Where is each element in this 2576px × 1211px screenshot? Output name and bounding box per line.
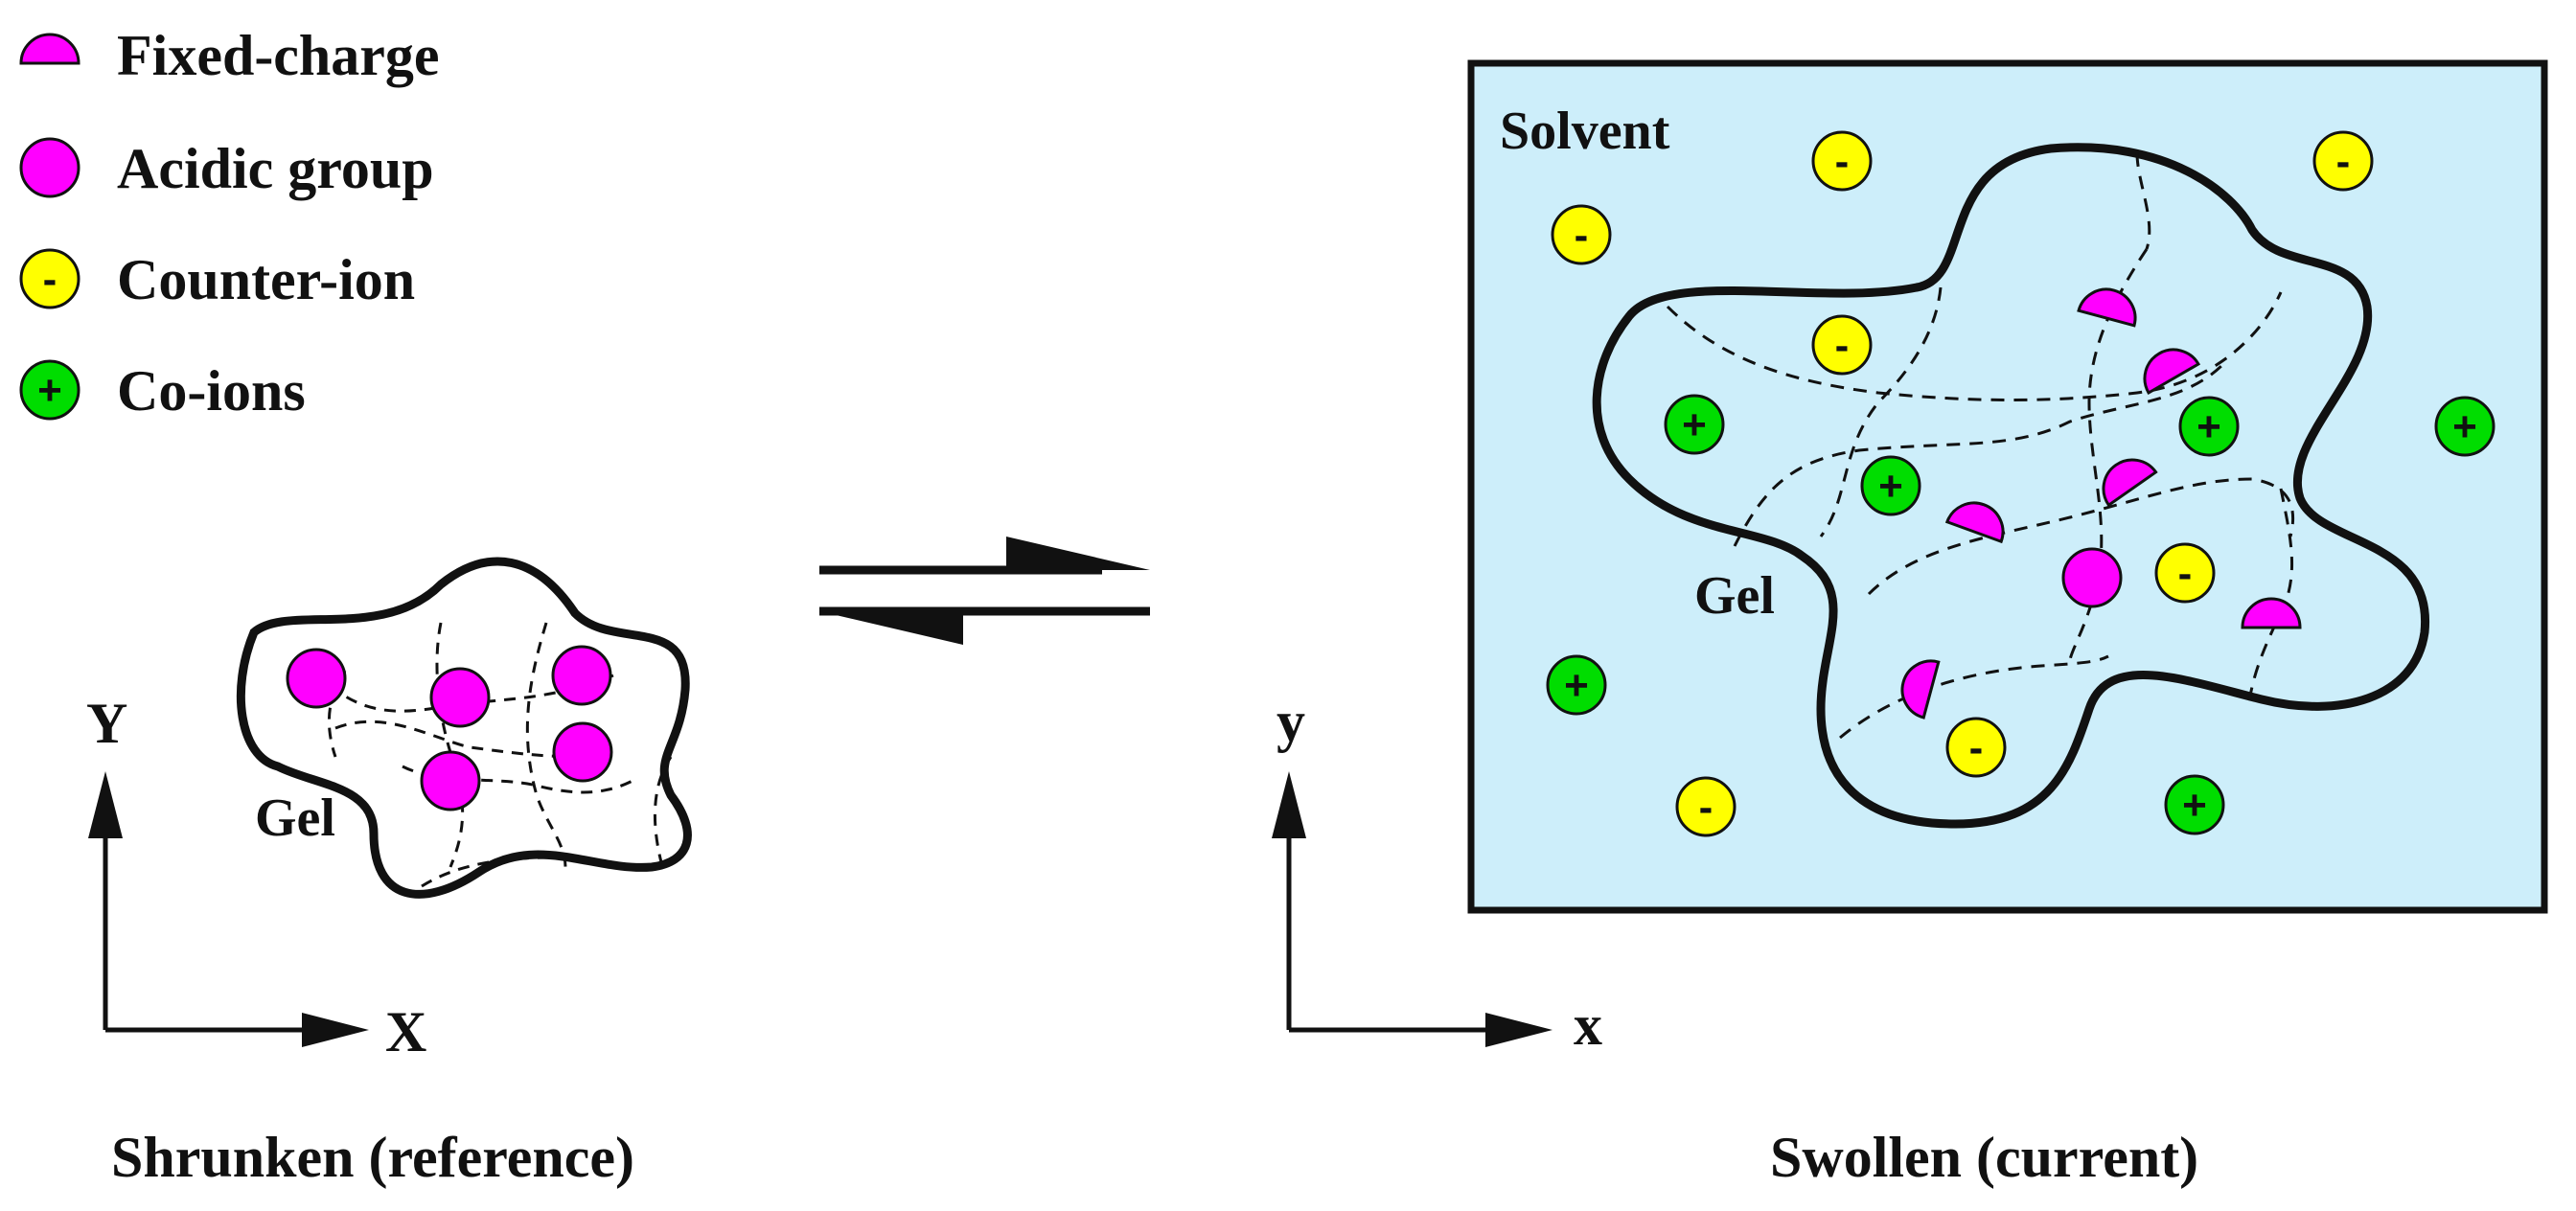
co-ion-symbol: +	[2196, 403, 2221, 450]
fixed-charge	[2077, 287, 2137, 328]
counter-ion-symbol: -	[43, 256, 58, 303]
co-ion-symbol: +	[1682, 401, 1707, 448]
y-arrow-icon	[1272, 771, 1306, 838]
y-arrow-icon	[88, 771, 123, 838]
swollen-axis-x-label: x	[1574, 994, 1602, 1057]
co-ions: + + + + + +	[1546, 394, 2496, 835]
legend-item-counter-ion: - Counter-ion	[19, 248, 415, 311]
counter-ion-symbol: -	[1575, 212, 1589, 259]
co-ion	[2434, 396, 2496, 457]
co-ion	[1860, 455, 1921, 516]
swollen-gel-outline	[1592, 143, 2429, 829]
counter-ions: - - - - - - -	[1551, 130, 2374, 837]
acidic-group	[551, 645, 612, 706]
co-ion-symbol: +	[37, 367, 62, 414]
counter-ion-icon	[19, 248, 80, 309]
co-ion-icon	[19, 359, 80, 421]
co-ion-symbol: +	[2182, 782, 2207, 829]
shrunken-axis-y-label: Y	[86, 692, 127, 755]
legend-label-fixed-charge: Fixed-charge	[117, 24, 440, 87]
x-arrow-icon	[1485, 1013, 1552, 1047]
acidic-group	[552, 721, 613, 783]
acidic-group	[429, 667, 491, 728]
legend: Fixed-charge Acidic group - Counter-ion …	[19, 24, 440, 423]
shrunken-gel-panel: Gel	[236, 557, 692, 899]
acidic-group-icon	[19, 137, 80, 198]
shrunken-gel-outline	[236, 557, 692, 899]
legend-item-acidic-group: Acidic group	[19, 137, 434, 200]
counter-ion-symbol: -	[2336, 138, 2351, 185]
counter-ion-symbol: -	[1835, 138, 1850, 185]
co-ion	[1546, 654, 1607, 716]
acidic-group	[286, 648, 347, 709]
co-ion	[1664, 394, 1725, 455]
fixed-charge	[1944, 501, 2005, 544]
legend-item-co-ion: + Co-ions	[19, 359, 306, 423]
counter-ion	[1811, 314, 1873, 376]
solvent-label: Solvent	[1500, 102, 1670, 161]
co-ion-symbol: +	[1878, 463, 1903, 510]
shrunken-axis-x-label: X	[385, 1000, 426, 1063]
counter-ion	[2154, 542, 2216, 604]
counter-ion	[1945, 717, 2007, 778]
acidic-group	[420, 750, 481, 811]
swollen-axis-y-label: y	[1276, 690, 1305, 753]
fixed-charge	[1900, 659, 1941, 720]
counter-ion-symbol: -	[1699, 784, 1714, 831]
swollen-gel-label: Gel	[1694, 566, 1775, 626]
counter-ion	[2312, 130, 2374, 192]
co-ion-symbol: +	[2452, 403, 2477, 450]
fixed-charge	[2102, 458, 2158, 508]
swollen-panel: Solvent Gel - - -	[1467, 59, 2548, 914]
fixed-charge	[2143, 348, 2201, 396]
legend-label-acidic-group: Acidic group	[117, 137, 434, 200]
counter-ion	[1675, 776, 1736, 837]
shrunken-caption: Shrunken (reference)	[111, 1126, 634, 1189]
counter-ion	[1811, 130, 1873, 192]
swollen-axes: y x	[1272, 690, 1602, 1057]
counter-ion-symbol: -	[1969, 724, 1984, 771]
co-ion	[2178, 396, 2240, 457]
legend-label-co-ion: Co-ions	[117, 359, 306, 423]
swollen-caption: Swollen (current)	[1770, 1126, 2198, 1189]
legend-item-fixed-charge: Fixed-charge	[19, 24, 440, 87]
counter-ion-symbol: -	[2178, 550, 2193, 597]
co-ion-symbol: +	[1564, 662, 1589, 709]
counter-ion	[1551, 204, 1612, 265]
co-ion	[2164, 774, 2225, 835]
fixed-charge-icon	[19, 33, 80, 65]
shrunken-axes: Y X	[86, 692, 426, 1063]
x-arrow-icon	[302, 1013, 369, 1047]
legend-label-counter-ion: Counter-ion	[117, 248, 415, 311]
fixed-charge	[2241, 597, 2302, 629]
shrunken-gel-label: Gel	[255, 788, 335, 848]
acidic-group	[2061, 547, 2123, 608]
counter-ion-symbol: -	[1835, 322, 1850, 369]
equilibrium-arrows-icon	[819, 537, 1150, 645]
